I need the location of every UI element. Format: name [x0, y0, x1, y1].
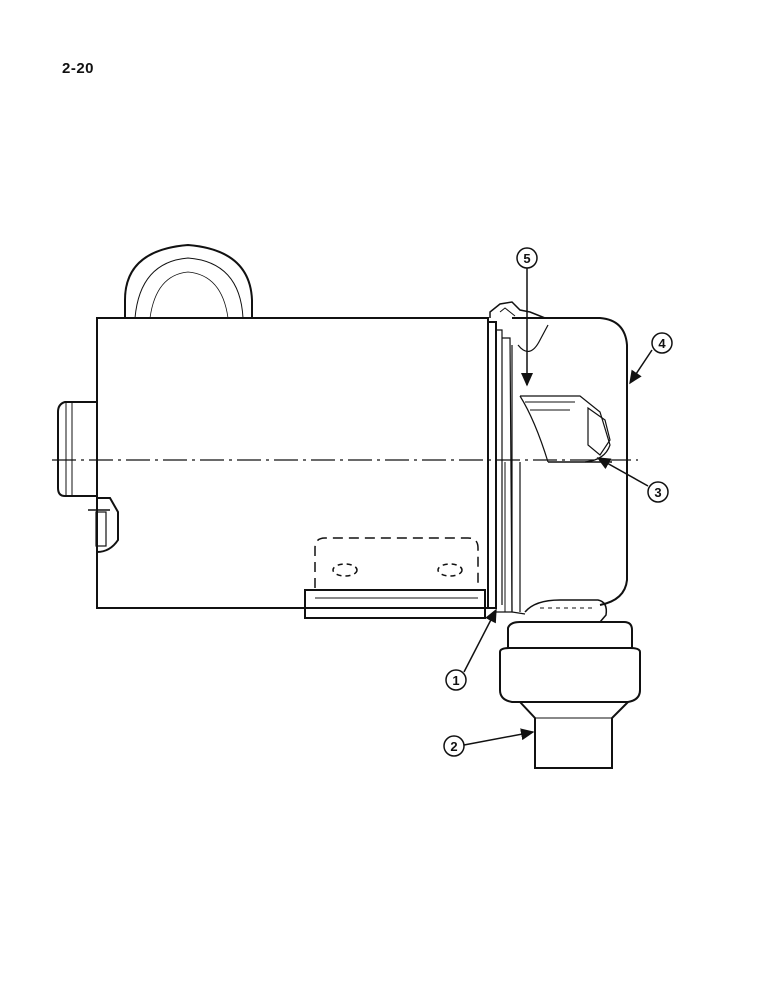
- svg-text:3: 3: [654, 485, 661, 500]
- leader-4: [629, 349, 653, 385]
- svg-text:2: 2: [450, 739, 457, 754]
- leader-1: [463, 608, 497, 673]
- dust-unloader-valve: [499, 621, 641, 769]
- svg-text:5: 5: [523, 251, 530, 266]
- callout-3: 3: [647, 481, 669, 503]
- dust-valve-neck: [524, 599, 608, 623]
- page-number: 2-20: [62, 60, 95, 77]
- main-body: [96, 317, 489, 609]
- svg-text:4: 4: [658, 336, 666, 351]
- svg-text:1: 1: [452, 673, 459, 688]
- left-outlet: [57, 401, 119, 553]
- seal-band: [488, 321, 513, 613]
- callout-5: 5: [516, 247, 538, 269]
- callout-4: 4: [651, 332, 673, 354]
- leader-3: [596, 457, 649, 487]
- callout-1: 1: [445, 669, 467, 691]
- top-intake-cap: [118, 243, 258, 319]
- cover-housing: [489, 301, 628, 615]
- leader-2: [463, 728, 535, 746]
- mounting-bracket: [304, 537, 486, 619]
- callout-2: 2: [443, 735, 465, 757]
